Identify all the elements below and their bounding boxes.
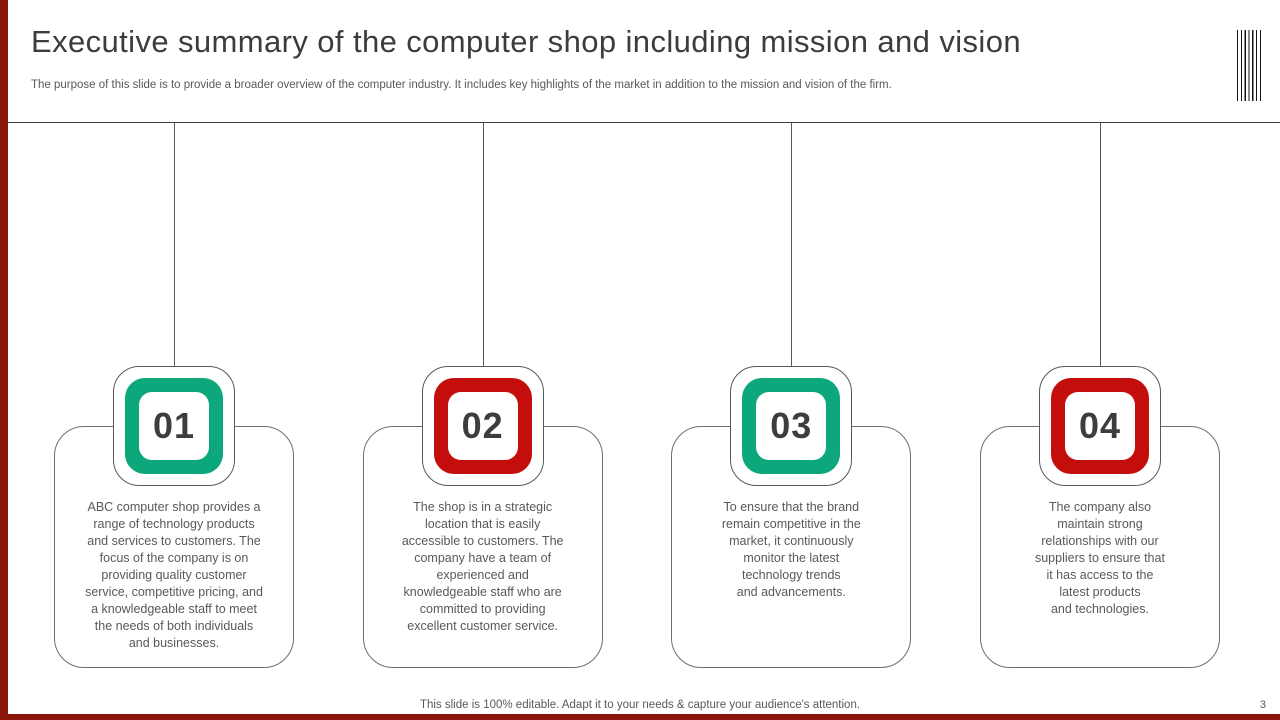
bottom-accent-bar [0, 714, 1280, 720]
description-card: To ensure that the brand remain competit… [671, 426, 912, 668]
number-badge: 03 [730, 366, 853, 486]
badge-ring-inner: 04 [1064, 392, 1135, 460]
editable-note: This slide is 100% editable. Adapt it to… [419, 699, 861, 711]
description-text: To ensure that the brand remain competit… [721, 500, 861, 599]
left-accent-bar [0, 0, 8, 720]
badge-number: 01 [152, 405, 196, 446]
badge-number: 02 [461, 405, 504, 446]
connector-line [174, 123, 175, 368]
number-badge: 02 [421, 366, 544, 486]
badge-number: 03 [770, 405, 813, 446]
page-number: 3 [1259, 699, 1266, 711]
description-card: ABC computer shop provides a range of te… [54, 426, 294, 668]
badge-ring-inner: 03 [756, 392, 827, 460]
badge-ring: 03 [742, 378, 841, 474]
badge-ring: 01 [125, 378, 223, 474]
page-title: Executive summary of the computer shop i… [31, 24, 1021, 59]
number-badge: 04 [1038, 366, 1161, 486]
summary-item-4: 04 The company also maintain strong rela… [979, 122, 1220, 668]
connector-line [482, 123, 484, 368]
description-text: ABC computer shop provides a range of te… [85, 500, 263, 650]
summary-columns: 01 ABC computer shop provides a range of… [0, 122, 1280, 668]
connector-line [1099, 123, 1101, 368]
badge-ring: 04 [1050, 378, 1149, 474]
badge-ring: 02 [433, 378, 532, 474]
badge-ring-inner: 02 [447, 392, 518, 460]
badge-number: 04 [1078, 405, 1121, 446]
page-subtitle: The purpose of this slide is to provide … [31, 79, 892, 91]
summary-item-2: 02 The shop is in a strategic location t… [362, 122, 603, 668]
summary-item-3: 03 To ensure that the brand remain compe… [671, 122, 912, 668]
description-text: The company also maintain strong relatio… [1034, 500, 1165, 616]
header-divider-line [0, 122, 1280, 123]
number-badge: 01 [113, 366, 235, 486]
badge-ring-inner: 01 [139, 392, 209, 460]
connector-line [791, 123, 793, 368]
summary-item-1: 01 ABC computer shop provides a range of… [54, 122, 294, 668]
description-text: The shop is in a strategic location that… [401, 500, 564, 633]
vertical-stripes-icon [1237, 30, 1263, 101]
